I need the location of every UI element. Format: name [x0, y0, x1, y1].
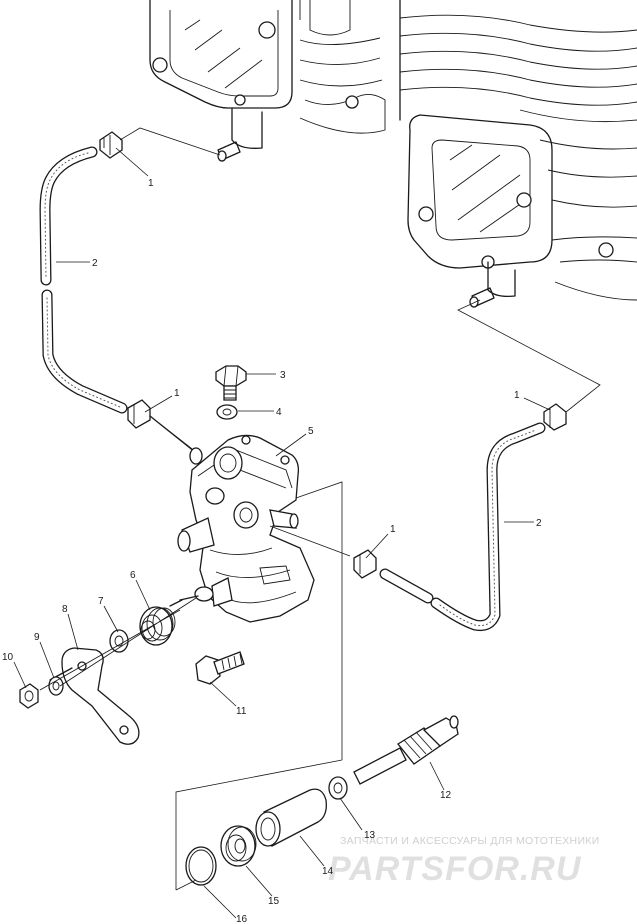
watermark-brand: PARTSFOR.RU [328, 850, 582, 888]
callout-2: 2 [536, 518, 542, 529]
return-spring [139, 599, 183, 646]
callout-3: 3 [280, 370, 286, 381]
callout-numbers: 1 2 3 4 1 5 1 2 1 6 7 8 9 10 11 12 13 14… [2, 178, 542, 924]
callout-13: 13 [364, 830, 376, 841]
hose-right [379, 422, 546, 631]
thrust-washer [328, 776, 348, 800]
callout-9: 9 [34, 632, 40, 643]
callout-1: 1 [514, 390, 520, 401]
watermark-tagline: ЗАПЧАСТИ И АКСЕССУАРЫ ДЛЯ МОТОТЕХНИКИ [340, 835, 600, 847]
drive-gear-shaft [353, 715, 459, 785]
hose-clamp [99, 131, 567, 579]
sealing-washer [216, 404, 238, 420]
oil-seal [220, 825, 257, 867]
watermark: ЗАПЧАСТИ И АКСЕССУАРЫ ДЛЯ МОТОТЕХНИКИ PA… [328, 835, 600, 888]
o-ring [185, 846, 217, 886]
callout-1: 1 [390, 524, 396, 535]
callout-leaders [13, 147, 551, 919]
callout-1: 1 [174, 388, 180, 399]
callout-16: 16 [236, 914, 248, 924]
callout-10: 10 [2, 652, 14, 663]
callout-2: 2 [92, 258, 98, 269]
callout-4: 4 [276, 407, 282, 418]
callout-11: 11 [236, 706, 247, 717]
cylinder-right [399, 0, 637, 308]
mounting-bolt [195, 651, 245, 685]
callout-12: 12 [440, 790, 452, 801]
oil-pump [149, 415, 351, 760]
callout-8: 8 [62, 604, 68, 615]
washer [109, 629, 129, 653]
callout-1: 1 [148, 178, 154, 189]
lock-washer [48, 676, 64, 696]
callout-14: 14 [322, 866, 334, 877]
lever-nut [19, 683, 39, 709]
callout-15: 15 [268, 896, 280, 907]
callout-6: 6 [130, 570, 136, 581]
shaft-sleeve [255, 788, 327, 847]
hose-left [39, 146, 128, 414]
callout-5: 5 [308, 426, 314, 437]
pump-lever [49, 647, 140, 745]
callout-7: 7 [98, 596, 104, 607]
cylinder-left [149, 0, 386, 162]
assembly-lines [39, 127, 601, 891]
banjo-bolt [215, 365, 247, 401]
